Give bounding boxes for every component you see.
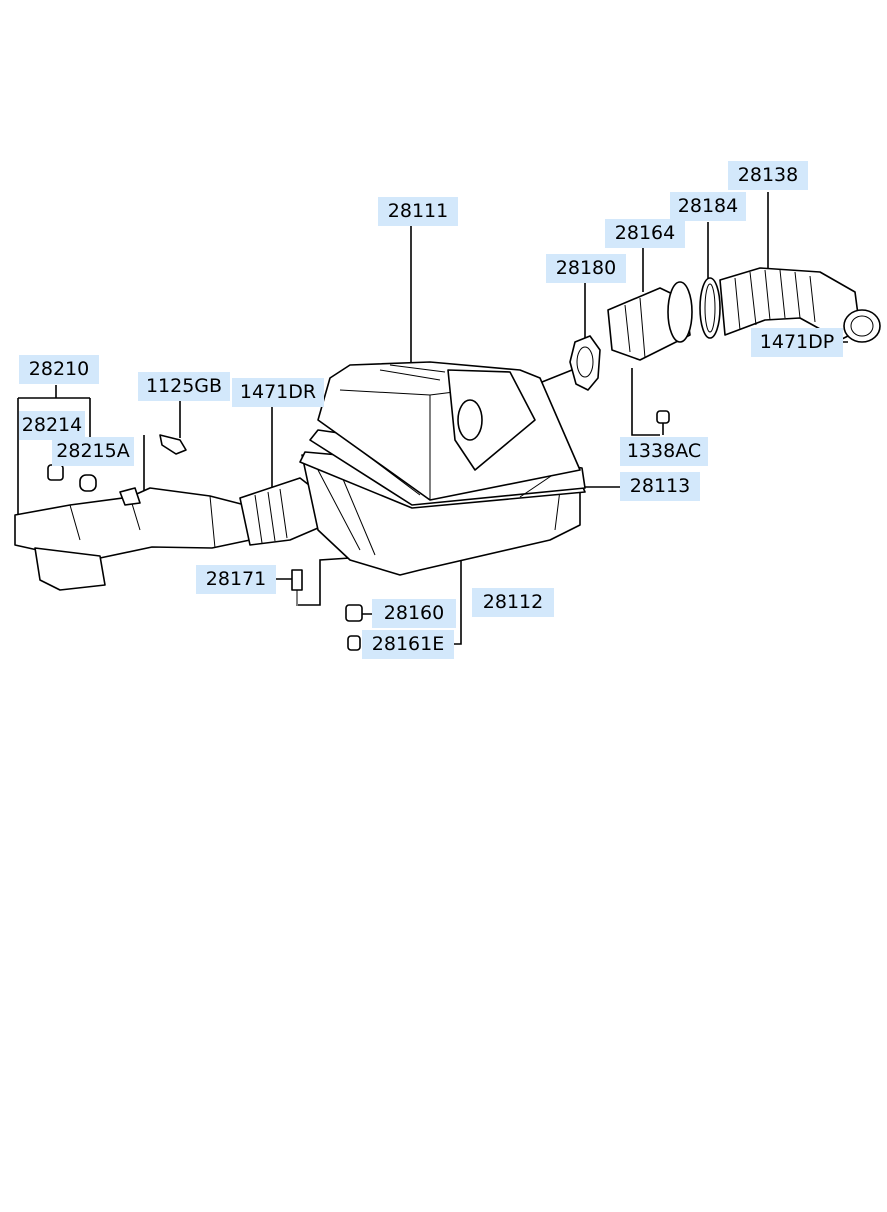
label-28180: 28180 bbox=[546, 254, 626, 283]
label-1471DR: 1471DR bbox=[232, 378, 324, 407]
label-28138: 28138 bbox=[728, 161, 808, 190]
label-28160: 28160 bbox=[372, 599, 456, 628]
label-1338AC: 1338AC bbox=[620, 437, 708, 466]
bellows-hose bbox=[719, 267, 881, 343]
label-28184: 28184 bbox=[670, 192, 746, 221]
label-28112: 28112 bbox=[472, 588, 554, 617]
label-28161E: 28161E bbox=[362, 630, 454, 659]
label-28171: 28171 bbox=[196, 565, 276, 594]
label-28113: 28113 bbox=[620, 472, 700, 501]
label-28215A: 28215A bbox=[52, 437, 134, 466]
air-cleaner-cover bbox=[317, 361, 581, 501]
hose-clamp bbox=[699, 277, 721, 339]
air-flow-sensor bbox=[607, 281, 693, 361]
label-28111: 28111 bbox=[378, 197, 458, 226]
label-1471DP: 1471DP bbox=[751, 328, 843, 357]
label-28164: 28164 bbox=[605, 219, 685, 248]
nut bbox=[656, 410, 670, 424]
gasket bbox=[569, 335, 601, 391]
inlet-hose bbox=[239, 477, 319, 546]
label-28214: 28214 bbox=[19, 411, 85, 440]
label-1125GB: 1125GB bbox=[138, 372, 230, 401]
label-28210: 28210 bbox=[19, 355, 99, 384]
